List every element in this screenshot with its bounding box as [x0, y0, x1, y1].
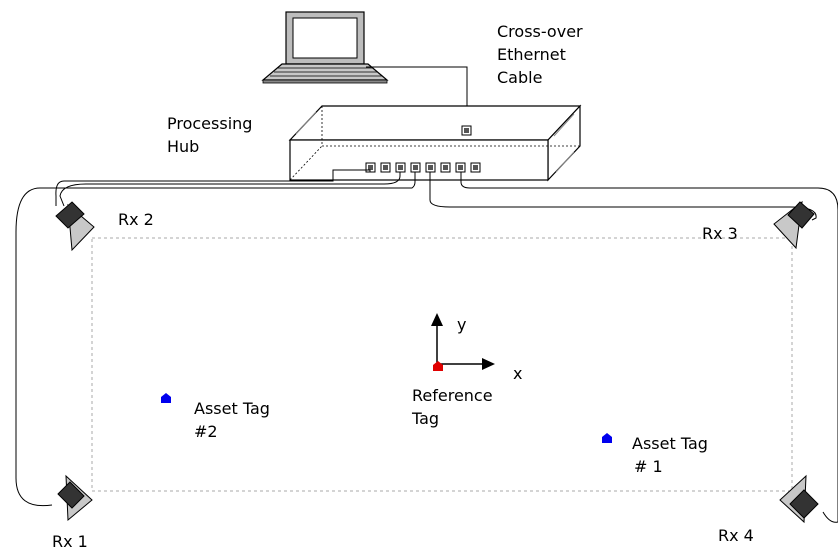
rx2-label: Rx 2	[118, 210, 154, 229]
reference-tag-icon	[433, 361, 443, 371]
processing-hub-icon	[288, 104, 582, 182]
cable-label-line-1: Cross-over	[497, 22, 583, 41]
asset-tag-1-label: Asset Tag # 1	[632, 432, 708, 478]
asset-tag-2-label: Asset Tag #2	[194, 397, 270, 443]
rx1-sensor-icon	[57, 474, 93, 522]
asset-tag-2-icon	[161, 393, 171, 403]
reference-tag-label: Reference Tag	[412, 384, 493, 430]
cable-label: Cross-over Ethernet Cable	[497, 20, 583, 89]
cable-label-line-2: Ethernet	[497, 45, 566, 64]
reference-tag-label-line-1: Reference	[412, 386, 493, 405]
coordinate-axes	[431, 313, 495, 370]
reference-tag-label-line-2: Tag	[412, 409, 440, 428]
hub-label-line-1: Processing	[167, 114, 253, 133]
hub-ports	[365, 162, 481, 173]
asset-tag-2-label-line-2: #2	[194, 422, 218, 441]
rx3-sensor-icon	[773, 200, 815, 250]
rx1-label: Rx 1	[52, 532, 88, 551]
hub-label: Processing Hub	[167, 112, 252, 158]
receiver-cables	[15, 169, 838, 523]
asset-tag-1-icon	[602, 433, 612, 443]
asset-tag-1-label-line-1: Asset Tag	[632, 434, 708, 453]
tracking-area-boundary	[91, 237, 793, 492]
y-axis-label: y	[457, 315, 467, 334]
x-axis-label: x	[513, 364, 523, 383]
rx2-sensor-icon	[55, 201, 95, 252]
cable-label-line-3: Cable	[497, 68, 543, 87]
rx4-label: Rx 4	[718, 526, 754, 545]
asset-tag-1-label-line-2: # 1	[634, 457, 663, 476]
laptop-icon	[261, 11, 389, 84]
rx3-label: Rx 3	[702, 224, 738, 243]
rx4-sensor-icon	[779, 474, 819, 524]
hub-label-line-2: Hub	[167, 137, 200, 156]
asset-tag-2-label-line-1: Asset Tag	[194, 399, 270, 418]
